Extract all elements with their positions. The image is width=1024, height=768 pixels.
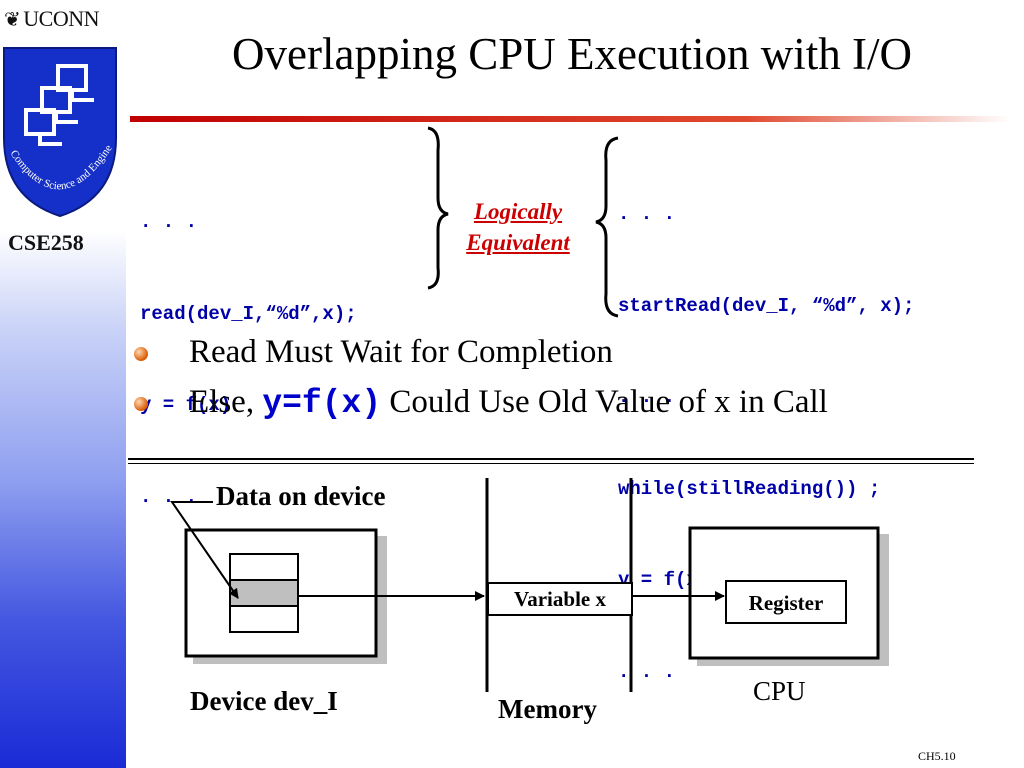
device-buffer-data [229,579,299,607]
logically-equivalent-label: Logically Equivalent [446,196,590,258]
bullet-icon [134,347,148,361]
slide-number: CH5.10 [918,749,956,763]
code-line: while(stillReading()) ; [618,477,881,500]
code-block-right: . . . startRead(dev_I, “%d”, x); . . . w… [618,138,914,718]
code-line: . . . [140,485,198,508]
bullet-text: Read Must Wait for Completion [189,334,613,370]
uconn-logo: ❦UCONN [4,6,99,31]
bullet-text-pre: Else, [189,384,263,420]
bullet-code: y=f(x) [262,385,382,422]
memory-label: Memory [498,694,597,724]
course-code: CSE258 [8,230,84,255]
logically-text: Logically [473,199,563,224]
device-box-shadow [193,536,387,664]
register-box: Register [725,580,847,624]
slide-title: Overlapping CPU Execution with I/O [232,29,912,79]
variable-x-box: Variable x [487,582,633,616]
code-line: . . . [618,660,676,683]
bullet-text-post: Could Use Old Value of x in Call [381,384,828,420]
cse-department-logo: Computer Science and Engineering [0,38,117,218]
code-line: . . . [140,211,198,233]
device-buffer-bottom [229,605,299,633]
bullet-text: Else, y=f(x) Could Use Old Value of x in… [189,384,828,422]
code-line: . . . [618,386,676,408]
section-divider [128,458,974,460]
section-divider [128,463,974,464]
code-line: startRead(dev_I, “%d”, x); [618,294,915,317]
code-line: . . . [618,203,676,225]
title-underline [130,116,1010,122]
oak-leaf-icon: ❦ [4,9,21,31]
device-label: Device dev_I [190,686,338,716]
bullet-icon [134,397,148,411]
right-brace [595,136,619,318]
cpu-label: CPU [753,676,806,706]
equivalent-text: Equivalent [466,230,570,255]
left-brace [427,126,449,290]
data-on-device-label: Data on device [216,481,386,511]
code-line: read(dev_I,“%d”,x); [140,302,357,325]
device-box [184,528,378,658]
device-buffer-top [229,553,299,581]
sidebar: ❦UCONN Computer Science and Engineering … [0,0,126,768]
